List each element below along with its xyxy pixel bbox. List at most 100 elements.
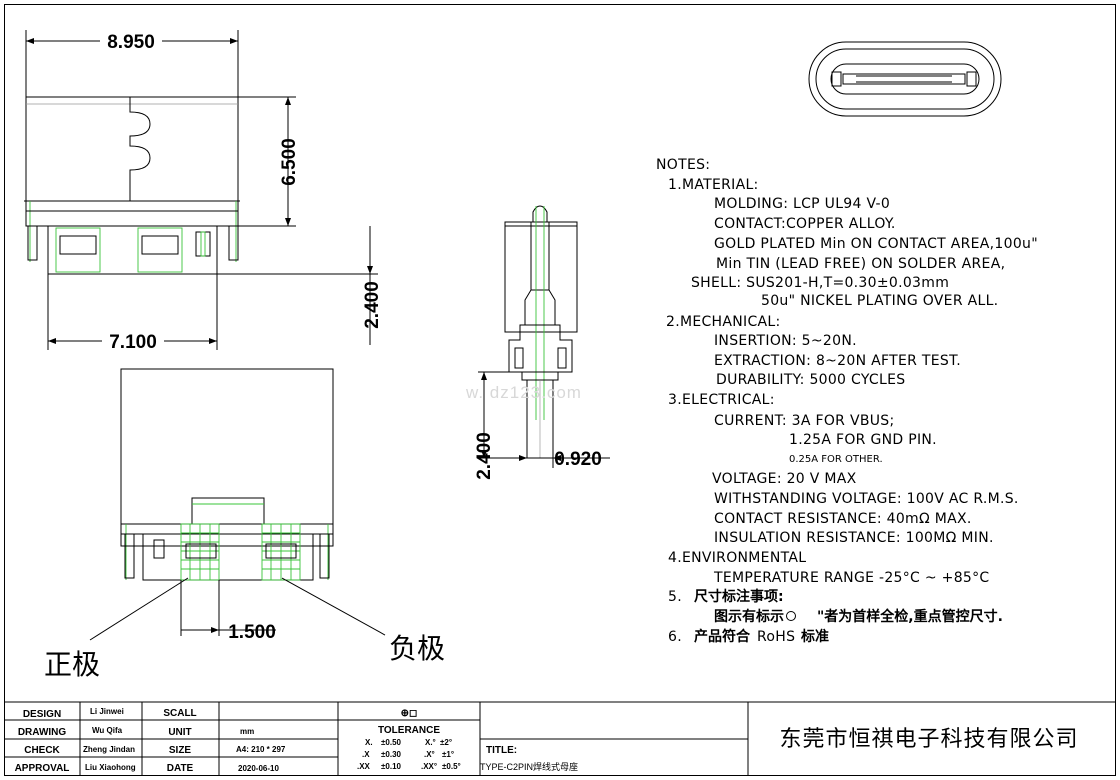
note-line: SHELL: SUS201-H,T=0.30±0.03mm [691, 275, 949, 291]
note-line: 标准 [800, 628, 829, 645]
tb-value-date: 2020-06-10 [238, 764, 279, 773]
label-positive-pole: 正极 [44, 648, 100, 681]
tb-label-check: CHECK [24, 745, 60, 756]
top-pad-window-right [141, 235, 179, 255]
side-shell [504, 221, 578, 333]
tb-field-scale: SCALL [163, 708, 196, 719]
side-body-slot-left [514, 347, 524, 369]
tb-label-approval: APPROVAL [15, 763, 70, 774]
side-body-slot-right [557, 347, 567, 369]
port-front-view [808, 41, 1002, 117]
side-body-step [521, 371, 559, 381]
dim-pin-width: 0.920 [554, 449, 602, 470]
projection-symbol-icon: ⊕◻ [401, 708, 418, 719]
tb-label-design: DESIGN [23, 709, 61, 720]
tb-field-date: DATE [167, 763, 194, 774]
note-line: CONTACT:COPPER ALLOY. [714, 216, 896, 232]
tb-label-drawing: DRAWING [18, 727, 67, 738]
note-line: MOLDING: LCP UL94 V-0 [714, 196, 890, 212]
note-line: WITHSTANDING VOLTAGE: 100V AC R.M.S. [714, 491, 1019, 507]
tol-cell: ±0.5° [442, 762, 461, 771]
tol-cell: .XX° [421, 762, 437, 771]
label-negative-pole: 负极 [389, 632, 445, 665]
top-body [25, 96, 239, 202]
dim-top-height: 6.500 [279, 138, 300, 186]
tb-name-check: Zheng Jindan [83, 745, 135, 754]
solder-grid-positive [180, 523, 220, 581]
note-line: EXTRACTION: 8~20N AFTER TEST. [714, 353, 961, 369]
leader-positive [89, 577, 189, 641]
dim-tail-height: 2.400 [362, 281, 383, 329]
tb-title-label: TITLE: [486, 745, 517, 756]
note-line: 产品符合 [694, 628, 751, 645]
notes-block: NOTES: 1.MATERIAL: MOLDING: LCP UL94 V-0… [656, 157, 1038, 645]
note-line: 2.MECHANICAL: [666, 314, 781, 330]
bottom-leg-right [319, 533, 330, 579]
port-tongue [842, 73, 966, 85]
top-solder-pad-right [137, 227, 183, 273]
port-cavity [830, 63, 980, 95]
notes-heading: NOTES: [656, 157, 710, 173]
top-pad-window-left [59, 235, 97, 255]
top-key-slot [195, 231, 211, 257]
bottom-view: 1.500 正极 负极 [44, 368, 445, 681]
top-body-notch [129, 97, 151, 201]
tb-title-value: TYPE-C2PIN焊线式母座 [480, 761, 578, 772]
tb-name-approval: Liu Xiaohong [85, 763, 136, 772]
bottom-leg-left [124, 533, 135, 579]
note-line: 0.25A FOR OTHER. [789, 454, 883, 465]
side-pin-upper [530, 221, 550, 291]
company-name: 东莞市恒祺电子科技有限公司 [779, 727, 1078, 752]
dim-arrows [367, 266, 373, 274]
bottom-base [142, 533, 314, 581]
solder-grid-negative [261, 523, 301, 581]
note-line: 50u" NICKEL PLATING OVER ALL. [761, 293, 998, 309]
note-line: 尺寸标注事项: [694, 588, 784, 605]
inspection-mark-icon [786, 611, 796, 621]
tol-cell: X.° [425, 738, 436, 747]
tb-field-unit: UNIT [168, 727, 191, 738]
tol-cell: .X [362, 750, 370, 759]
note-line: 5. [668, 589, 682, 605]
port-latch-left [831, 71, 842, 87]
watermark: w. dz123.com [465, 383, 582, 402]
top-shell-step [25, 210, 239, 227]
sheet-border [4, 4, 1116, 776]
bottom-key-slot [153, 539, 165, 559]
side-pin-tip [532, 205, 548, 222]
note-line: 3.ELECTRICAL: [668, 392, 775, 408]
note-line: CONTACT RESISTANCE: 40mΩ MAX. [714, 511, 972, 527]
tol-cell: ±0.30 [381, 750, 402, 759]
tol-cell: ±2° [440, 738, 452, 747]
tol-cell: .X° [424, 750, 435, 759]
tb-value-size: A4: 210 * 297 [236, 745, 286, 754]
note-line: 6. [668, 629, 682, 645]
bottom-shell-step [120, 533, 334, 547]
note-line: 1.25A FOR GND PIN. [789, 432, 937, 448]
bottom-flange [120, 523, 334, 535]
bottom-tab [191, 497, 265, 525]
tb-name-design: Li Jinwei [90, 707, 124, 716]
dim-base-width: 7.100 [109, 332, 157, 353]
note-line: 图示有标示 [714, 608, 784, 625]
tol-cell: ±0.10 [381, 762, 402, 771]
top-leg-left [27, 225, 38, 261]
dim-arrows [211, 627, 219, 633]
port-inner-shell [815, 48, 995, 110]
tol-cell: ±0.50 [381, 738, 402, 747]
note-line: "者为首样全检,重点管控尺寸. [817, 608, 1003, 625]
bottom-body [120, 368, 334, 525]
leader-negative [281, 577, 386, 636]
tb-field-size: SIZE [169, 745, 192, 756]
tol-cell: .XX [357, 762, 371, 771]
tol-cell: X. [365, 738, 373, 747]
note-line: TEMPERATURE RANGE -25°C ~ +85°C [713, 570, 989, 586]
top-view: 8.950 6.500 2.400 7.100 [24, 30, 383, 353]
note-line: CURRENT: 3A FOR VBUS; [714, 413, 895, 429]
tol-cell: ±1° [442, 750, 454, 759]
note-line: RoHS [757, 629, 795, 645]
port-outer-shell [808, 41, 1002, 117]
note-line: VOLTAGE: 20 V MAX [712, 471, 857, 487]
top-leg-right [228, 225, 239, 261]
note-line: Min TIN (LEAD FREE) ON SOLDER AREA, [716, 256, 1005, 272]
